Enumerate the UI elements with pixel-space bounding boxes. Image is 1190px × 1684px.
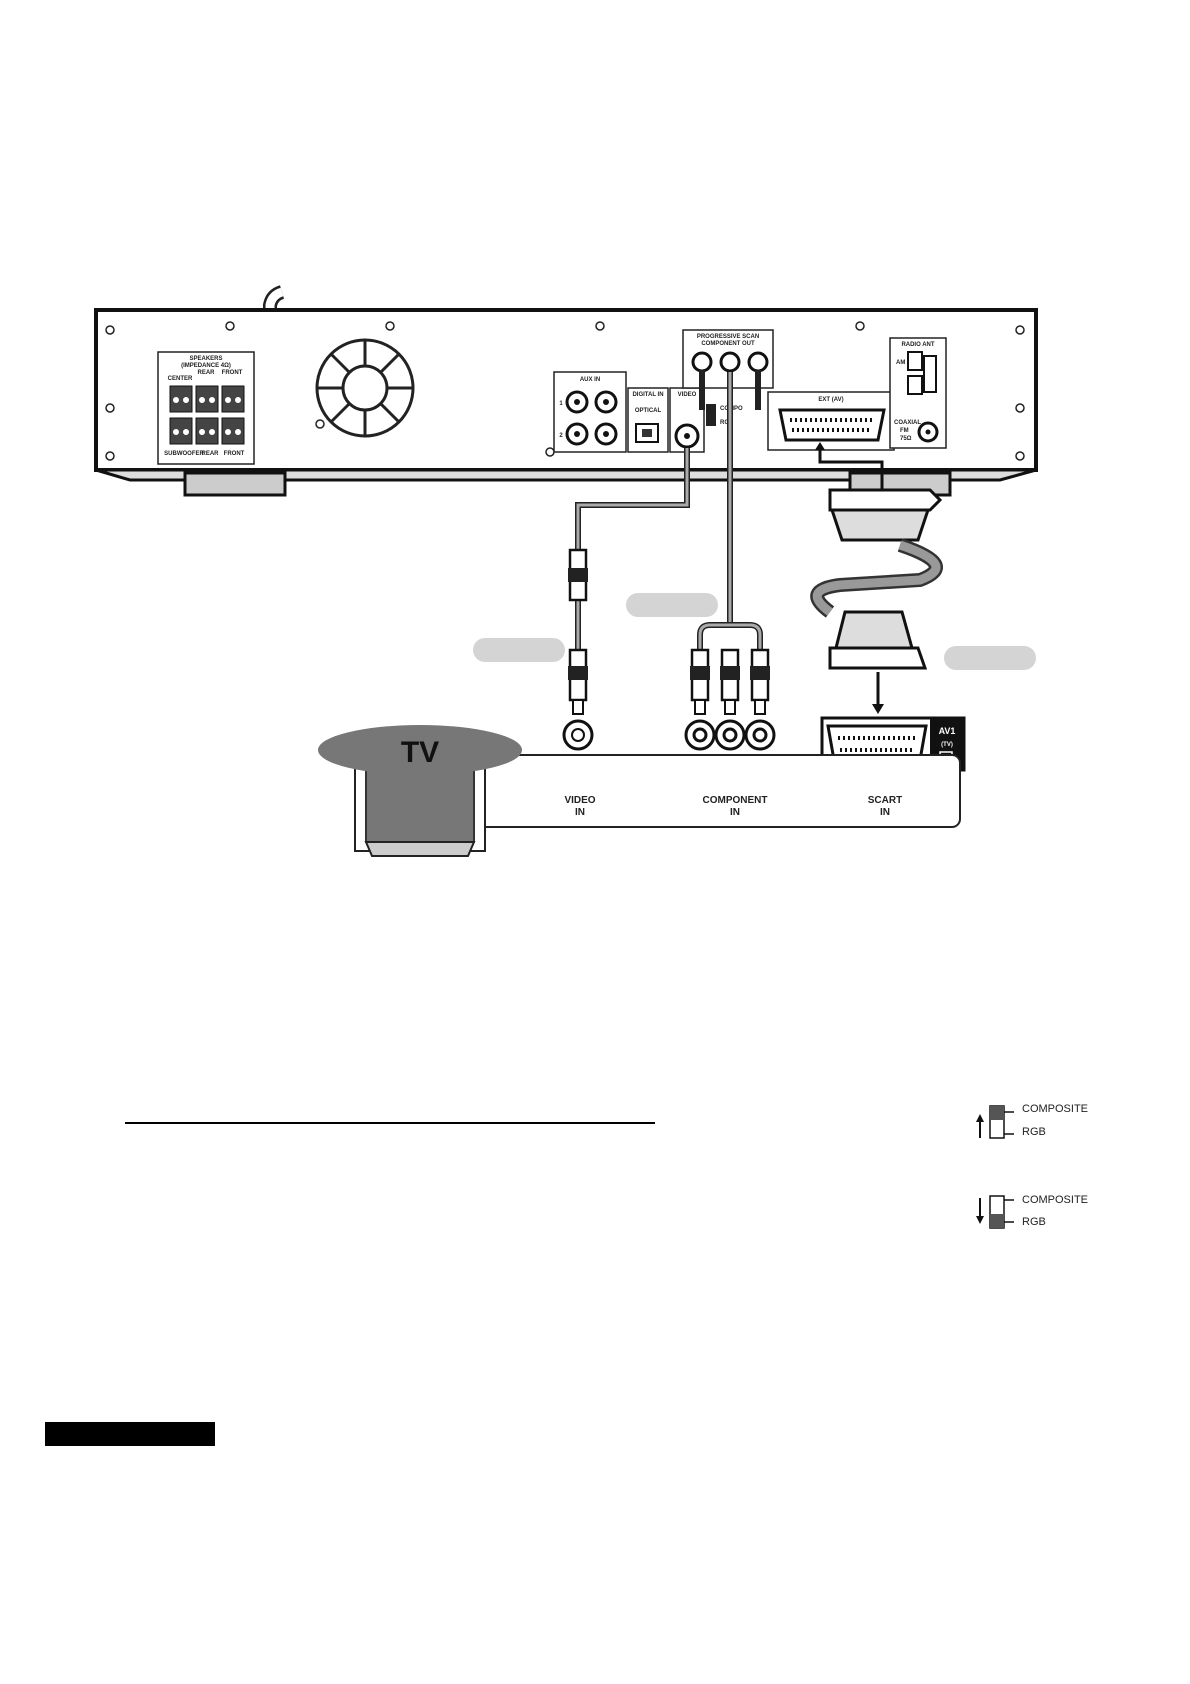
video-out-panel[interactable]: VIDEO	[669, 387, 705, 453]
speaker-front-label: FRONT	[222, 370, 243, 376]
ext-av-label: EXT (AV)	[818, 397, 843, 403]
tv-input-component-line2: IN	[730, 807, 740, 818]
speaker-front-label-2: FRONT	[224, 451, 245, 457]
av1-label: AV1	[939, 726, 956, 736]
radio-ant-label: RADIO ANT	[901, 342, 934, 348]
tv-title: TV	[401, 736, 439, 769]
optical-label: OPTICAL	[635, 408, 662, 414]
scart-cable	[810, 442, 943, 714]
speaker-terminals[interactable]: SPEAKERS (IMPEDANCE 4Ω) CENTER REAR FRON…	[157, 351, 255, 465]
aux-ch1-label: 1	[559, 401, 563, 407]
tv-input-scart-line2: IN	[880, 807, 890, 818]
cable-label-component	[626, 593, 718, 617]
tv-input-component-line1: COMPONENT	[703, 795, 768, 806]
speaker-rear-label-2: REAR	[201, 451, 219, 457]
digital-in-label: DIGITAL IN	[632, 392, 663, 398]
ext-av-panel[interactable]: EXT (AV)	[767, 391, 895, 451]
aux-in-label: AUX IN	[580, 377, 600, 383]
cable-label-video	[473, 638, 565, 662]
fm-label: FM	[900, 428, 909, 434]
speakers-title: SPEAKERS	[189, 356, 222, 362]
speaker-subwoofer-label: SUBWOOFER	[164, 451, 204, 457]
component-cable	[690, 370, 770, 715]
tv-component-in-jacks[interactable]	[684, 719, 776, 751]
switch-down-rgb-label: RGB	[1022, 1216, 1046, 1228]
component-out-line1: PROGRESSIVE SCAN	[697, 334, 759, 340]
radio-antenna-panel[interactable]: RADIO ANT AM COAXIAL FM 75Ω	[889, 337, 947, 449]
switch-up-composite-label: COMPOSITE	[1022, 1103, 1089, 1115]
switch-down-composite-label: COMPOSITE	[1022, 1194, 1089, 1206]
note-heading-bar	[45, 1422, 215, 1446]
digital-in-panel[interactable]: DIGITAL IN OPTICAL	[627, 387, 669, 453]
speaker-rear-label: REAR	[197, 370, 215, 376]
tv-input-video-line2: IN	[575, 807, 585, 818]
section-rule	[125, 1122, 655, 1124]
fm-ohm-label: 75Ω	[900, 436, 912, 442]
coaxial-label: COAXIAL	[894, 420, 921, 426]
component-out-line2: COMPONENT OUT	[701, 341, 755, 347]
compo-rgb-switch[interactable]	[706, 404, 716, 426]
tv-input-scart-line1: SCART	[868, 795, 902, 806]
av1-tv-label: (TV)	[941, 742, 953, 748]
video-cable	[568, 448, 690, 715]
cable-label-scart	[944, 646, 1036, 670]
tv-video-in-jack[interactable]	[562, 719, 594, 751]
tv-set: TV VIDEO IN COMPONENT IN SCART IN	[318, 725, 961, 857]
am-label: AM	[896, 360, 905, 366]
tv-input-video-line1: VIDEO	[564, 795, 595, 806]
switch-down-diagram	[976, 1195, 1014, 1229]
aux-in-panel[interactable]: AUX IN 1 2	[553, 371, 627, 453]
aux-ch2-label: 2	[559, 433, 563, 439]
speaker-center-label: CENTER	[168, 376, 193, 382]
video-out-label: VIDEO	[678, 392, 697, 398]
switch-up-rgb-label: RGB	[1022, 1126, 1046, 1138]
cooling-fan	[315, 338, 415, 438]
switch-up-diagram	[976, 1105, 1014, 1139]
speakers-impedance: (IMPEDANCE 4Ω)	[181, 363, 231, 369]
